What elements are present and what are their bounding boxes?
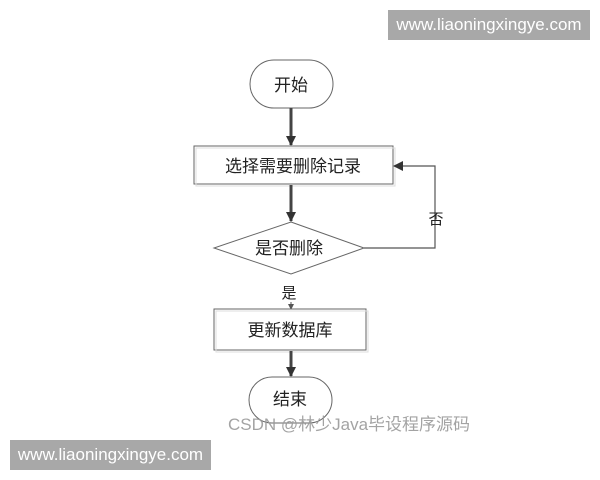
start-label: 开始 [274,76,308,96]
end-node: 结束 [248,376,333,424]
watermark-top-right: www.liaoningxingye.com [388,10,590,40]
update-db-node: 更新数据库 [213,308,369,353]
no-loop-edge [364,161,436,249]
watermark-bottom-left: www.liaoningxingye.com [10,440,211,470]
yes-label: 是 [281,284,296,302]
start-node: 开始 [249,59,334,109]
end-label: 结束 [273,390,307,410]
csdn-watermark: CSDN @林少Java毕设程序源码 [228,415,471,434]
update-label: 更新数据库 [248,321,333,341]
no-label: 否 [428,210,443,228]
select-label: 选择需要删除记录 [225,157,361,177]
select-record-node: 选择需要删除记录 [193,145,396,187]
decision-label: 是否删除 [255,239,323,259]
decision-node: 是否删除 [212,221,366,275]
